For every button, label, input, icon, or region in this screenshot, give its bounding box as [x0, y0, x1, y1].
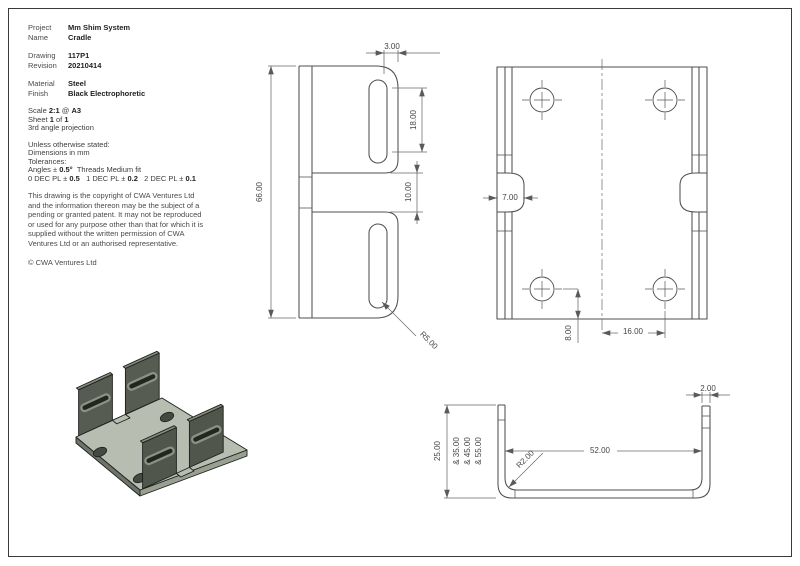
dim-bend-radius: R2.00 — [514, 448, 536, 470]
scale-label: Scale — [28, 106, 47, 115]
iso-tab-back-right — [122, 350, 160, 415]
dim-inner-width: 52.00 — [590, 446, 611, 455]
sheet-num: 1 — [49, 114, 54, 124]
angles-value: 0.5° — [59, 165, 73, 174]
dim-height: 25.00 — [433, 440, 442, 461]
revision-value: 20210414 — [68, 61, 102, 70]
dim-thickness: 2.00 — [700, 384, 716, 393]
copyright-line: Ventures Ltd or an authorised representa… — [28, 238, 179, 248]
dim-hole-offset-y: 8.00 — [564, 325, 573, 341]
dim-overall-height: 66.00 — [255, 181, 264, 202]
tol1-label: 1 DEC PL ± — [86, 173, 126, 183]
sheet-size: A3 — [71, 106, 82, 115]
iso-notch-back — [111, 413, 131, 425]
dim-corner-radius: R5.00 — [418, 329, 440, 351]
note-line-2: Dimensions in mm — [28, 148, 90, 157]
hole — [645, 269, 685, 309]
scale-value: 2:1 — [48, 106, 60, 115]
material-group: Material Steel Finish Black Electrophoreti… — [28, 79, 243, 99]
dim-flange-width: 7.00 — [502, 193, 518, 202]
dim-slot-length: 18.00 — [409, 109, 418, 130]
dim-hole-offset-x: 16.00 — [623, 327, 644, 336]
project-label: Project — [28, 23, 52, 32]
threads-note: Threads Medium fit — [76, 165, 142, 174]
name-label: Name — [28, 33, 49, 42]
tolerance-dec-line: 0 DEC PL ± 0.5 1 DEC PL ± 0.2 2 DEC PL ±… — [28, 173, 243, 184]
tol0-label: 0 DEC PL ± — [28, 173, 68, 183]
copyright-line: or used for any purpose other than that … — [28, 219, 204, 229]
finish-label: Finish — [28, 89, 49, 98]
plate-view: 7.00 16.00 8.00 — [483, 59, 708, 343]
tolerance-angles-line: Angles ± 0.5° Threads Medium fit — [28, 165, 243, 175]
dim-height-option: & 35.00 — [452, 437, 461, 465]
iso-tab-front-right — [186, 403, 224, 468]
iso-tab-front-left — [139, 425, 177, 490]
revision-label: Revision — [28, 61, 57, 70]
dim-height-option: & 55.00 — [474, 437, 483, 465]
sheet-line: Sheet 1 of 1 — [28, 114, 243, 125]
dim-height-option: & 45.00 — [463, 437, 472, 465]
name-value: Cradle — [68, 33, 92, 42]
copyright-paragraph: This drawing is the copyright of CWA Ven… — [28, 191, 243, 248]
note-line-1: Unless otherwise stated: — [28, 139, 110, 149]
copyright-line: supplied without the written permission … — [28, 229, 185, 238]
iso-tab-back-left — [75, 372, 113, 437]
scale-at: @ — [61, 106, 70, 115]
drawing-group: Drawing 117P1 Revision 20210414 — [28, 51, 243, 71]
title-block: Project Mm Shim System Name Cradle Drawing… — [28, 23, 243, 268]
project-value: Mm Shim System — [68, 23, 131, 32]
finish-value: Black Electrophoretic — [68, 89, 146, 98]
drawing-value: 117P1 — [68, 51, 90, 60]
hole — [522, 269, 562, 309]
projection-line: 3rd angle projection — [28, 123, 94, 132]
tol2-value: 0.1 — [185, 173, 196, 183]
tol0-value: 0.5 — [69, 173, 80, 183]
front-view: 66.00 3.00 18.00 10.00 R5.00 — [255, 42, 440, 351]
copyright-line: and the information thereon may be the s… — [28, 200, 200, 210]
material-label: Material — [28, 79, 55, 88]
sheet-of: of — [55, 114, 63, 124]
sheet-border — [8, 8, 792, 557]
copyright-line: pending or granted patent. It may not be… — [28, 210, 202, 219]
iso-hole — [92, 446, 108, 458]
sheet-label: Sheet — [28, 114, 48, 124]
iso-notch-front — [175, 466, 195, 478]
channel-view: 2.00 52.00 25.00 & 35.00 & 45.00 & 55.00… — [433, 384, 730, 499]
material-value: Steel — [68, 79, 86, 88]
hole — [522, 80, 562, 120]
drawing-label: Drawing — [28, 51, 56, 60]
angles-label: Angles ± — [28, 165, 58, 174]
iso-hole — [159, 411, 175, 423]
dim-tab-offset: 3.00 — [384, 42, 400, 51]
copyright-line: This drawing is the copyright of CWA Ven… — [28, 191, 195, 200]
tol2-label: 2 DEC PL ± — [144, 173, 184, 183]
isometric-render — [75, 350, 248, 497]
dim-gap: 10.00 — [404, 181, 413, 202]
copyright-footer: © CWA Ventures Ltd — [28, 258, 97, 267]
hole — [645, 80, 685, 120]
scale-line: Scale 2:1 @ A3 — [28, 106, 243, 116]
sheet-total: 1 — [64, 114, 69, 124]
project-group: Project Mm Shim System Name Cradle — [28, 23, 243, 43]
note-line-3: Tolerances: — [28, 156, 67, 166]
tol1-value: 0.2 — [127, 173, 138, 183]
